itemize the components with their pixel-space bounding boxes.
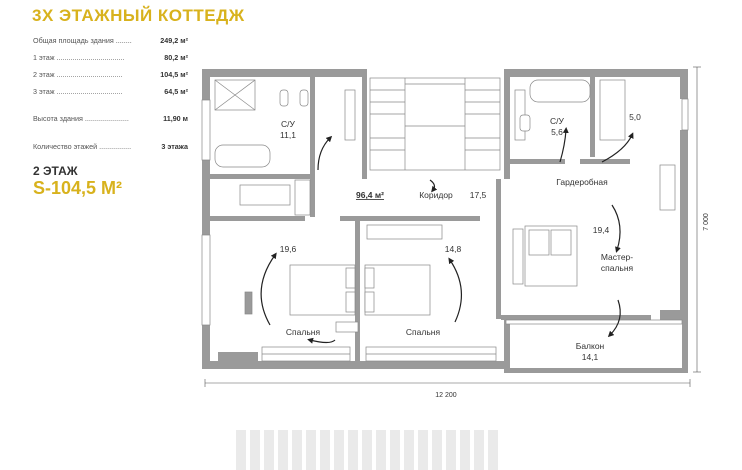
spec-label: Высота здания ...................... bbox=[33, 114, 129, 123]
spec-value: 3 этажа bbox=[161, 142, 188, 151]
windows bbox=[201, 98, 689, 362]
room-labels: С/У 11,1 С/У 5,6 5,0 Гардеробная 96,4 м²… bbox=[280, 112, 641, 362]
room-area-corridor: 17,5 bbox=[470, 190, 487, 200]
staircase bbox=[369, 77, 501, 171]
spec-row: 3 этаж .................................… bbox=[33, 87, 188, 104]
room-area-bath-left: 11,1 bbox=[280, 130, 296, 140]
room-name-bath-right: С/У bbox=[550, 116, 565, 126]
walls bbox=[202, 69, 688, 373]
spec-value: 80,2 м² bbox=[164, 53, 188, 62]
floor-area: S-104,5 М² bbox=[33, 178, 123, 198]
dimension-height: 7 000 bbox=[703, 213, 710, 231]
hall-total-area: 96,4 м² bbox=[356, 190, 384, 200]
room-name-bedroom-left: Спальня bbox=[286, 327, 321, 337]
spec-row: Количество этажей ................ 3 эта… bbox=[33, 142, 188, 159]
room-area-master: 19,4 bbox=[593, 225, 610, 235]
spec-row: Высота здания ...................... 11,… bbox=[33, 114, 188, 131]
room-name-master-2: спальня bbox=[601, 263, 634, 273]
room-area-bedroom-left: 19,6 bbox=[280, 244, 297, 254]
page-title: 3Х ЭТАЖНЫЙ КОТТЕДЖ bbox=[32, 6, 245, 25]
specs-table: Общая площадь здания ........ 249,2 м² 1… bbox=[33, 36, 188, 159]
spec-row: 2 этаж .................................… bbox=[33, 70, 188, 87]
spec-label: 2 этаж ................................. bbox=[33, 70, 123, 79]
spec-row: 1 этаж .................................… bbox=[33, 53, 188, 70]
spec-value: 249,2 м² bbox=[160, 36, 188, 45]
room-name-balcony: Балкон bbox=[576, 341, 605, 351]
room-name-bedroom-mid: Спальня bbox=[406, 327, 441, 337]
room-area-bath-right: 5,6 bbox=[551, 127, 563, 137]
room-area-bedroom-mid: 14,8 bbox=[445, 244, 462, 254]
spec-label: Общая площадь здания ........ bbox=[33, 36, 132, 45]
room-name-corridor: Коридор bbox=[419, 190, 453, 200]
room-name-bath-left: С/У bbox=[281, 119, 296, 129]
spec-label: 1 этаж .................................… bbox=[33, 53, 125, 62]
room-area-balcony: 14,1 bbox=[582, 352, 599, 362]
fixtures bbox=[214, 79, 676, 333]
dimension-lines bbox=[204, 66, 701, 387]
spec-value: 104,5 м² bbox=[160, 70, 188, 79]
spec-row: Общая площадь здания ........ 249,2 м² bbox=[33, 36, 188, 53]
spec-value: 11,90 м bbox=[163, 114, 188, 123]
room-name-master-1: Мастер- bbox=[601, 252, 633, 262]
spec-value: 64,5 м² bbox=[164, 87, 188, 96]
spec-label: 3 этаж ................................. bbox=[33, 87, 123, 96]
circulation-arrows bbox=[260, 127, 634, 344]
floor-label: 2 ЭТАЖ bbox=[33, 164, 78, 178]
room-area-closet: 5,0 bbox=[629, 112, 641, 122]
dimension-width: 12 200 bbox=[435, 392, 457, 399]
room-name-closet: Гардеробная bbox=[556, 177, 608, 187]
spec-label: Количество этажей ................ bbox=[33, 142, 132, 151]
decorative-stripes bbox=[236, 430, 498, 470]
